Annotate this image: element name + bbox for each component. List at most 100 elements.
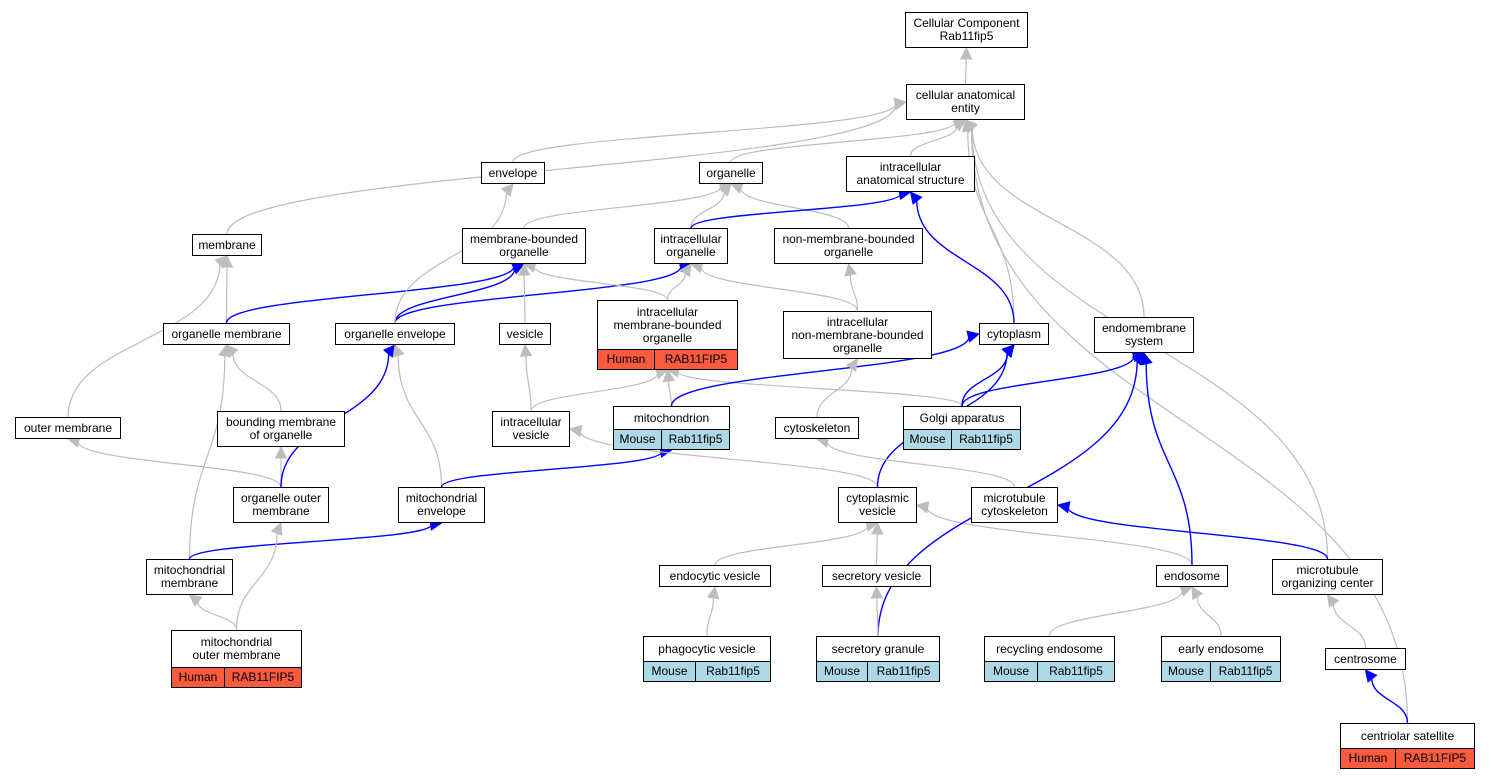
node-cytoplasm[interactable]: cytoplasm xyxy=(979,323,1049,345)
node-cytovesicle[interactable]: cytoplasmic vesicle xyxy=(838,487,917,523)
node-endovesicle[interactable]: endocytic vesicle xyxy=(659,565,771,587)
node-mtoc[interactable]: microtubule organizing center xyxy=(1272,559,1383,595)
gene-cell: Rab11fip5 xyxy=(867,662,939,681)
arrowhead xyxy=(870,521,884,535)
node-label: cytoplasm xyxy=(986,326,1042,341)
node-root[interactable]: Cellular Component Rab11fip5 xyxy=(905,12,1028,48)
edge-orgmem-to-mbo xyxy=(225,265,515,324)
arrowhead xyxy=(392,343,405,358)
node-label: centrosome xyxy=(1334,651,1397,666)
node-label: endosome xyxy=(1163,568,1221,583)
node-membrane[interactable]: membrane xyxy=(192,234,262,256)
edge-mitomem-to-orgmem xyxy=(188,354,226,560)
edge-mitoenv-to-mito xyxy=(440,450,663,488)
edge-boundmem-to-orgmem xyxy=(232,352,282,412)
edge-mtoc-to-mtcyto xyxy=(1067,506,1329,560)
node-centrosome[interactable]: centrosome xyxy=(1325,648,1406,670)
node-vesicle[interactable]: vesicle xyxy=(499,323,551,345)
gene-cell: RAB11FIP5 xyxy=(1395,749,1474,768)
node-io[interactable]: intracellular organelle xyxy=(654,228,728,264)
node-endosome[interactable]: endosome xyxy=(1156,565,1228,587)
node-endomem[interactable]: endomembrane system xyxy=(1094,317,1194,353)
edge-mito-to-cytoplasm xyxy=(670,336,970,407)
arrowhead xyxy=(952,119,967,132)
arrowhead xyxy=(1364,669,1378,683)
node-orgouter[interactable]: organelle outer membrane xyxy=(233,487,329,523)
species-cell: Mouse xyxy=(619,432,656,446)
edge-organelle-to-cae xyxy=(730,121,957,163)
node-nmbo[interactable]: non-membrane-bounded organelle xyxy=(774,228,923,264)
edge-inmbo-to-nmbo xyxy=(849,273,859,312)
node-secvesicle[interactable]: secretory vesicle xyxy=(822,565,931,587)
edge-mitoenv-to-orgenv xyxy=(397,354,443,488)
edge-cae-to-root xyxy=(964,57,967,85)
edge-cytoskel-to-inmbo xyxy=(816,367,853,418)
edge-secgran-to-secvesicle xyxy=(876,596,879,637)
edge-mitomem-to-mitoenv xyxy=(188,523,433,560)
node-label: mitochondrion xyxy=(633,410,710,425)
node-cae[interactable]: cellular anatomical entity xyxy=(906,84,1025,120)
node-label: organelle xyxy=(706,165,756,180)
gene-cell: Rab11fip5 xyxy=(951,430,1020,449)
node-orgmem[interactable]: organelle membrane xyxy=(163,323,290,345)
node-mbo[interactable]: membrane-bounded organelle xyxy=(462,228,586,264)
edge-ias-to-cae xyxy=(909,125,958,157)
arrowhead xyxy=(915,501,930,514)
edge-mtcyto-to-cytoskel xyxy=(826,441,1016,488)
edge-early-to-endosome xyxy=(1196,595,1222,637)
edge-inmbo-to-io xyxy=(700,266,859,312)
arrowhead xyxy=(274,445,288,459)
edge-io-to-organelle xyxy=(690,191,725,229)
node-label: Golgi apparatus xyxy=(919,410,1005,425)
node-label: secretory vesicle xyxy=(831,568,922,583)
node-outermem[interactable]: outer membrane xyxy=(15,417,121,439)
node-imbo[interactable]: intracellular membrane-bounded organelle… xyxy=(597,300,738,370)
edge-ivesicle-to-vesicle xyxy=(525,354,532,412)
arrowhead xyxy=(662,368,676,383)
node-label: intracellular organelle xyxy=(660,232,722,259)
arrowhead xyxy=(1001,344,1015,358)
gene-cell: RAB11FIP5 xyxy=(654,350,737,369)
arrowhead xyxy=(959,46,973,60)
node-label: envelope xyxy=(488,165,538,180)
node-boundmem[interactable]: bounding membrane of organelle xyxy=(217,411,345,447)
arrowhead xyxy=(1191,586,1204,601)
edge-mbo-to-organelle xyxy=(523,185,722,229)
species-cell: Mouse xyxy=(1167,664,1205,678)
node-mitoenv[interactable]: mitochondrial envelope xyxy=(398,487,485,523)
node-envelope[interactable]: envelope xyxy=(481,162,545,184)
edge-centsat-to-cae xyxy=(970,128,1409,724)
edge-orgenv-to-io xyxy=(394,265,682,324)
edge-mitoouter-to-mitomem xyxy=(196,600,238,631)
edge-phago-to-endovesicle xyxy=(706,596,714,637)
edge-membrane-to-cae xyxy=(226,103,897,235)
node-label: intracellular vesicle xyxy=(500,415,562,442)
node-mtcyto[interactable]: microtubule cytoskeleton xyxy=(971,487,1058,523)
edge-endosome-to-cytovesicle xyxy=(926,506,1193,566)
node-inmbo[interactable]: intracellular non-membrane-bounded organ… xyxy=(783,311,932,359)
edge-orgenv-to-mbo xyxy=(394,268,516,324)
species-cell: Mouse xyxy=(992,664,1030,678)
gene-cell: Rab11fip5 xyxy=(1037,662,1114,681)
node-label: mitochondrial envelope xyxy=(405,491,478,518)
node-cytoskel[interactable]: cytoskeleton xyxy=(775,417,859,439)
node-label: bounding membrane of organelle xyxy=(225,415,337,442)
node-ias[interactable]: intracellular anatomical structure xyxy=(846,156,975,192)
node-ivesicle[interactable]: intracellular vesicle xyxy=(492,411,570,447)
node-organelle[interactable]: organelle xyxy=(699,162,763,184)
node-orgenv[interactable]: organelle envelope xyxy=(335,323,455,345)
edge-endosome-to-endomem xyxy=(1145,362,1193,566)
node-mitomem[interactable]: mitochondrial membrane xyxy=(146,559,233,595)
